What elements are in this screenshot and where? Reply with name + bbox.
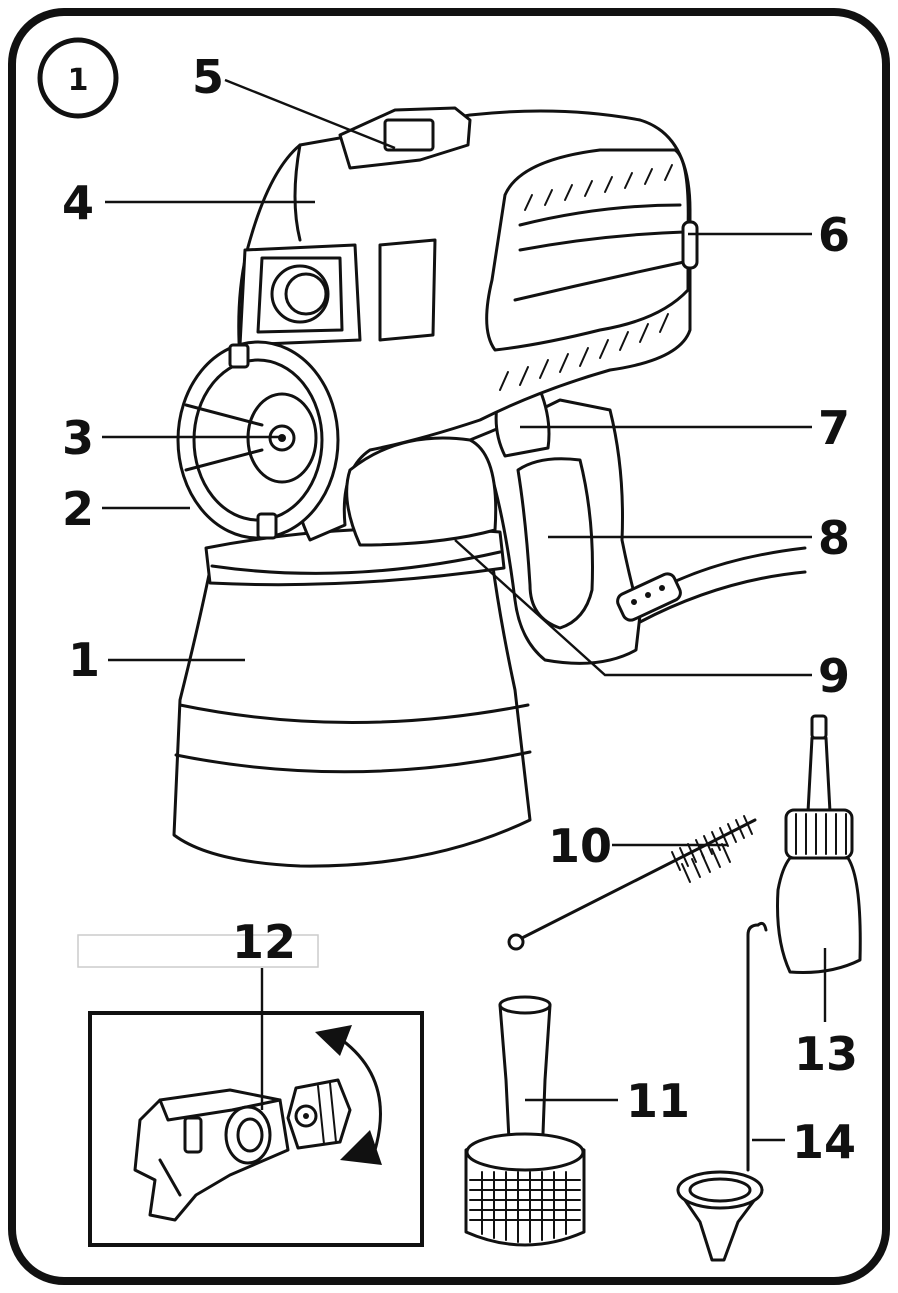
callout-5: 5 [192, 50, 224, 104]
callout-6: 6 [818, 208, 850, 262]
callout-13: 13 [794, 1027, 858, 1081]
oil-bottle [778, 716, 861, 973]
spray-gun-illustration [174, 108, 805, 866]
figure-number-badge: 1 [40, 40, 116, 116]
extension-nozzle [466, 997, 584, 1245]
callout-10: 10 [548, 819, 612, 873]
callout-2: 2 [62, 482, 94, 536]
figure-number: 1 [68, 63, 89, 98]
handle [470, 390, 805, 663]
callout-4: 4 [62, 176, 94, 230]
callout-12: 12 [232, 915, 296, 969]
cleaning-brush [509, 816, 755, 949]
callout-9: 9 [818, 649, 850, 703]
callout-11: 11 [626, 1074, 690, 1128]
callout-8: 8 [818, 511, 850, 565]
nozzle-inset [78, 935, 422, 1245]
callout-3: 3 [62, 411, 94, 465]
paint-container [174, 528, 530, 866]
callout-1: 1 [68, 633, 100, 687]
front-nozzle [178, 342, 338, 538]
callout-7: 7 [818, 401, 850, 455]
callout-14: 14 [792, 1115, 856, 1169]
viscosity-cup [678, 923, 766, 1260]
